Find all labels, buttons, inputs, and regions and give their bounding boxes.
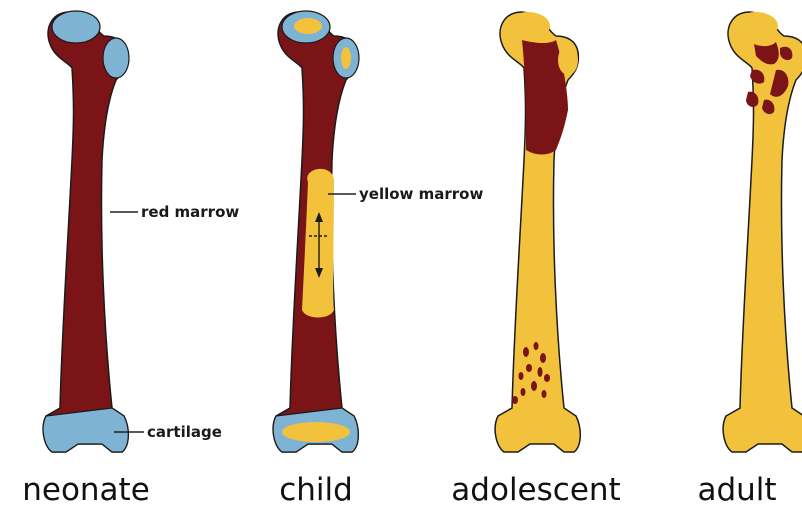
bone-adult xyxy=(723,12,802,452)
label-red-marrow: red marrow xyxy=(141,203,239,221)
stage-label-neonate: neonate xyxy=(0,472,172,508)
stage-label-adult: adult xyxy=(672,472,802,508)
ossified-head xyxy=(506,12,550,40)
label-cartilage: cartilage xyxy=(147,423,222,441)
stage-label-child: child xyxy=(230,472,402,508)
bone-child xyxy=(273,11,359,452)
bone-adolescent xyxy=(495,12,580,452)
stage-label-adolescent: adolescent xyxy=(430,472,642,508)
ossification-head xyxy=(294,18,322,34)
label-yellow-marrow: yellow marrow xyxy=(359,185,483,203)
ossified-trochanter xyxy=(558,45,578,75)
cartilage-distal xyxy=(43,408,128,452)
ossification-distal xyxy=(282,422,350,442)
ossification-trochanter xyxy=(341,47,351,69)
ossified-head xyxy=(734,12,778,40)
cartilage-head xyxy=(52,11,100,43)
bone-neonate xyxy=(43,11,129,452)
cartilage-trochanter xyxy=(103,38,129,78)
